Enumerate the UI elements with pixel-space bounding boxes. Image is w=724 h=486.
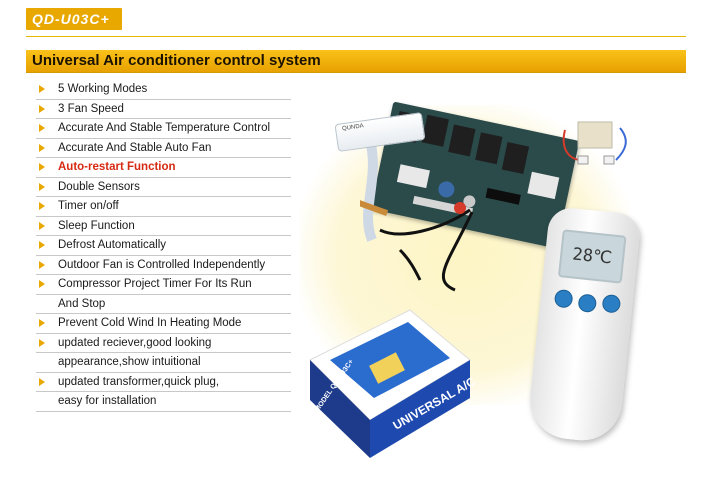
up-arrow-icon	[601, 293, 622, 314]
feature-item: Sleep Function	[36, 217, 291, 236]
feature-item: Outdoor Fan is Controlled Independently	[36, 256, 291, 275]
bullet-icon	[39, 280, 45, 288]
feature-item: Double Sensors	[36, 178, 291, 197]
feature-text: Accurate And Stable Auto Fan	[58, 141, 212, 154]
bullet-icon	[39, 221, 45, 230]
feature-text: Outdoor Fan is Controlled Independently	[58, 258, 266, 271]
header-divider	[26, 36, 686, 37]
feature-list: 5 Working Modes 3 Fan Speed Accurate And…	[36, 80, 291, 412]
remote-display: 28℃	[557, 229, 627, 284]
receiver-brand-label: QUNDA	[341, 123, 365, 133]
bullet-icon	[39, 319, 45, 327]
bullet-icon	[39, 104, 45, 113]
feature-item-continued: easy for installation	[36, 392, 291, 412]
feature-item: Accurate And Stable Auto Fan	[36, 139, 291, 158]
bullet-icon	[39, 143, 45, 152]
feature-item-continued: appearance,show intuitional	[36, 353, 291, 373]
bullet-icon	[39, 338, 45, 347]
feature-text: Timer on/off	[58, 200, 119, 212]
feature-text: Accurate And Stable Temperature Control	[58, 122, 271, 134]
feature-text: updated reciever,good looking	[58, 336, 212, 349]
feature-text: Defrost Automatically	[58, 239, 167, 251]
feature-text: updated transformer,quick plug,	[58, 375, 220, 388]
feature-text: Prevent Cold Wind In Heating Mode	[58, 317, 242, 329]
feature-item: 5 Working Modes	[36, 80, 291, 100]
feature-text: 5 Working Modes	[58, 83, 148, 95]
feature-item: Compressor Project Timer For Its Run	[36, 275, 291, 295]
feature-item: Defrost Automatically	[36, 236, 291, 256]
feature-item: Timer on/off	[36, 197, 291, 217]
bullet-icon	[39, 202, 45, 210]
sensor-wires-image	[360, 140, 474, 292]
bullet-icon	[39, 182, 45, 191]
feature-text: And Stop	[58, 297, 106, 310]
feature-item: Prevent Cold Wind In Heating Mode	[36, 314, 291, 334]
model-badge: QD-U03C+	[26, 8, 122, 30]
down-arrow-icon	[577, 293, 598, 314]
feature-text: Double Sensors	[58, 180, 140, 193]
feature-item: Accurate And Stable Temperature Control	[36, 119, 291, 139]
power-button-icon	[553, 288, 574, 309]
feature-text: appearance,show intuitional	[58, 356, 201, 368]
bullet-icon	[39, 241, 45, 249]
bullet-icon	[39, 260, 45, 269]
transformer-image	[562, 121, 627, 165]
feature-text: 3 Fan Speed	[58, 102, 124, 115]
page-title: Universal Air conditioner control system	[26, 50, 686, 72]
feature-text: Compressor Project Timer For Its Run	[58, 278, 252, 290]
feature-item-continued: And Stop	[36, 295, 291, 314]
feature-item: 3 Fan Speed	[36, 100, 291, 119]
feature-text: easy for installation	[58, 395, 157, 407]
feature-item-highlight: Auto-restart Function	[36, 158, 291, 178]
bullet-icon	[39, 163, 45, 171]
feature-text: Auto-restart Function	[58, 161, 176, 173]
bullet-icon	[39, 85, 45, 93]
feature-item: updated transformer,quick plug,	[36, 373, 291, 392]
title-underline	[26, 72, 686, 73]
product-box-image: UNIVERSAL A/C MODEL QD-U03C+	[309, 309, 475, 458]
feature-text: Sleep Function	[58, 219, 135, 232]
bullet-icon	[39, 377, 45, 386]
bullet-icon	[39, 124, 45, 132]
feature-item: updated reciever,good looking	[36, 334, 291, 353]
